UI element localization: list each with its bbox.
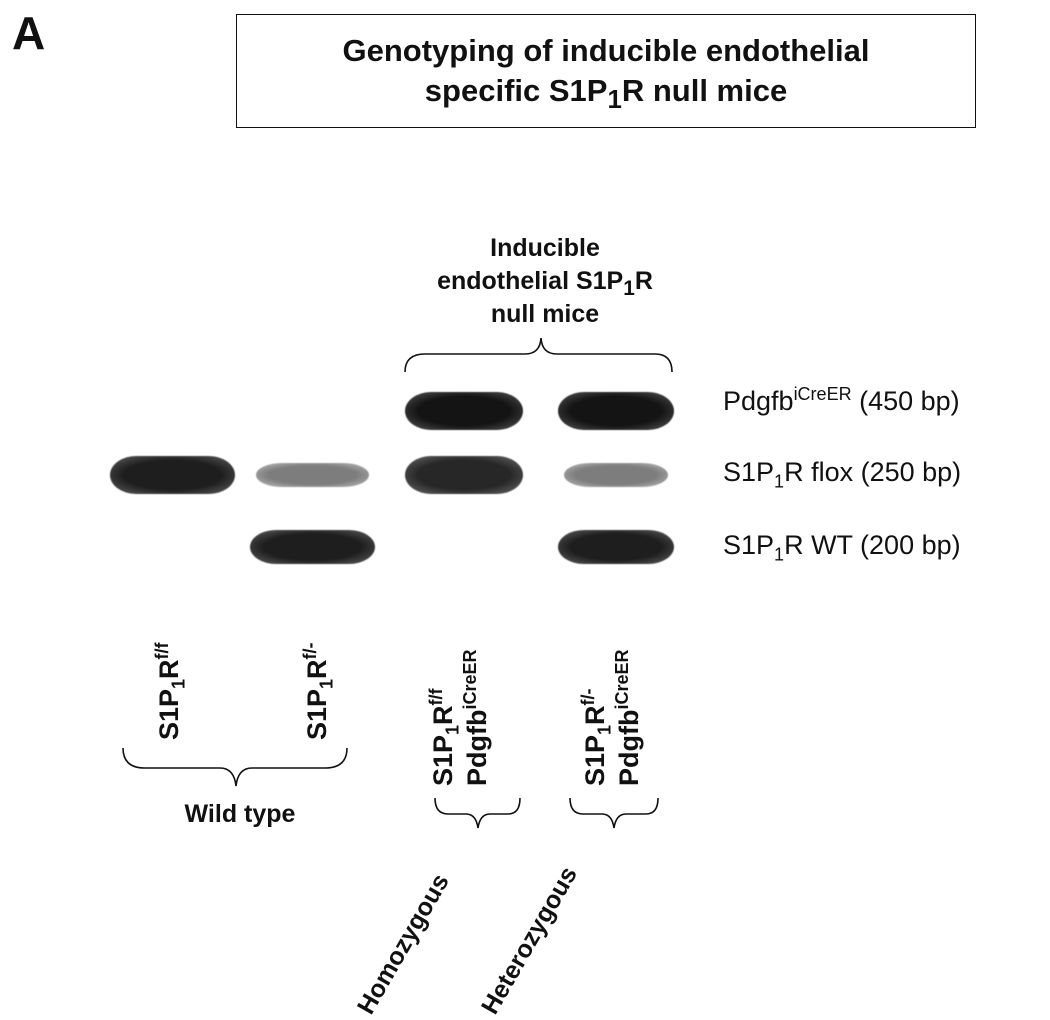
gel-band-lane2-wt (250, 530, 375, 564)
figure-title-box: Genotyping of inducible endothelial spec… (236, 14, 976, 128)
wild-type-label: Wild type (184, 800, 296, 828)
pdgfb-band-label: PdgfbiCreER (450 bp) (723, 384, 960, 416)
title-line-1: Genotyping of inducible endothelial (342, 33, 870, 68)
gel-band-lane4-pdgfb (558, 392, 674, 430)
gel-band-lane3-flox (405, 456, 523, 494)
gel-band-lane2-flox (256, 463, 369, 487)
title-line-2: specific S1P1R null mice (424, 73, 788, 115)
gel-band-lane4-wt (558, 530, 674, 564)
panel-letter: A (12, 7, 46, 59)
gel-band-lane1-flox (110, 456, 235, 494)
inducible-null-mice-label: Inducible endothelial S1P1R null mice (437, 234, 653, 328)
heterozygous-brace (569, 797, 659, 829)
inducible-brace (404, 337, 673, 373)
wt-band-label: S1P1R WT (200 bp) (723, 530, 961, 565)
gel-band-lane4-flox (564, 463, 668, 487)
flox-band-label: S1P1R flox (250 bp) (723, 457, 962, 492)
homozygous-brace (434, 797, 521, 829)
gel-band-lane3-pdgfb (405, 392, 523, 430)
wild-type-brace (122, 747, 348, 787)
